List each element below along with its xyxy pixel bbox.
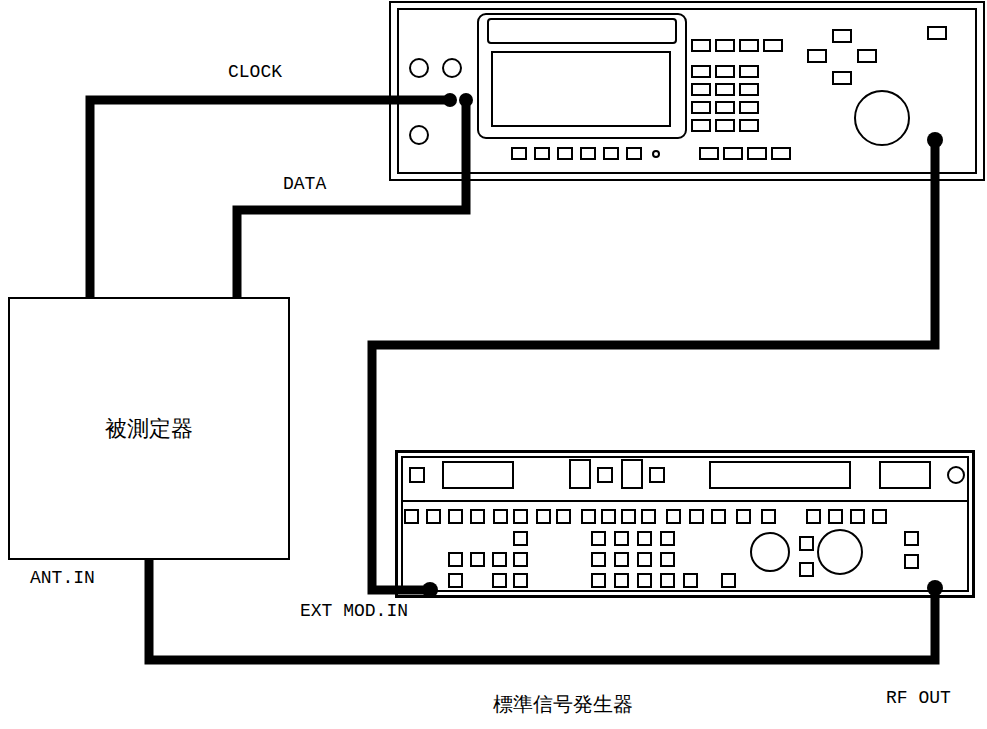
signal-name: DATA — [283, 174, 326, 196]
box-label: 被測定器 — [105, 414, 193, 444]
port-name: ANT.IN — [30, 568, 95, 590]
port-name: RF OUT — [886, 688, 951, 710]
signal-generator-panel: 標準信号発生器 — [395, 450, 975, 598]
instrument-name: 標準信号発生器 — [493, 691, 633, 718]
port-name: EXT MOD.IN — [300, 601, 408, 623]
signal-name: CLOCK — [228, 62, 282, 84]
coaxial-cable — [149, 560, 935, 660]
device-under-test-box: 被測定器 — [8, 297, 290, 560]
